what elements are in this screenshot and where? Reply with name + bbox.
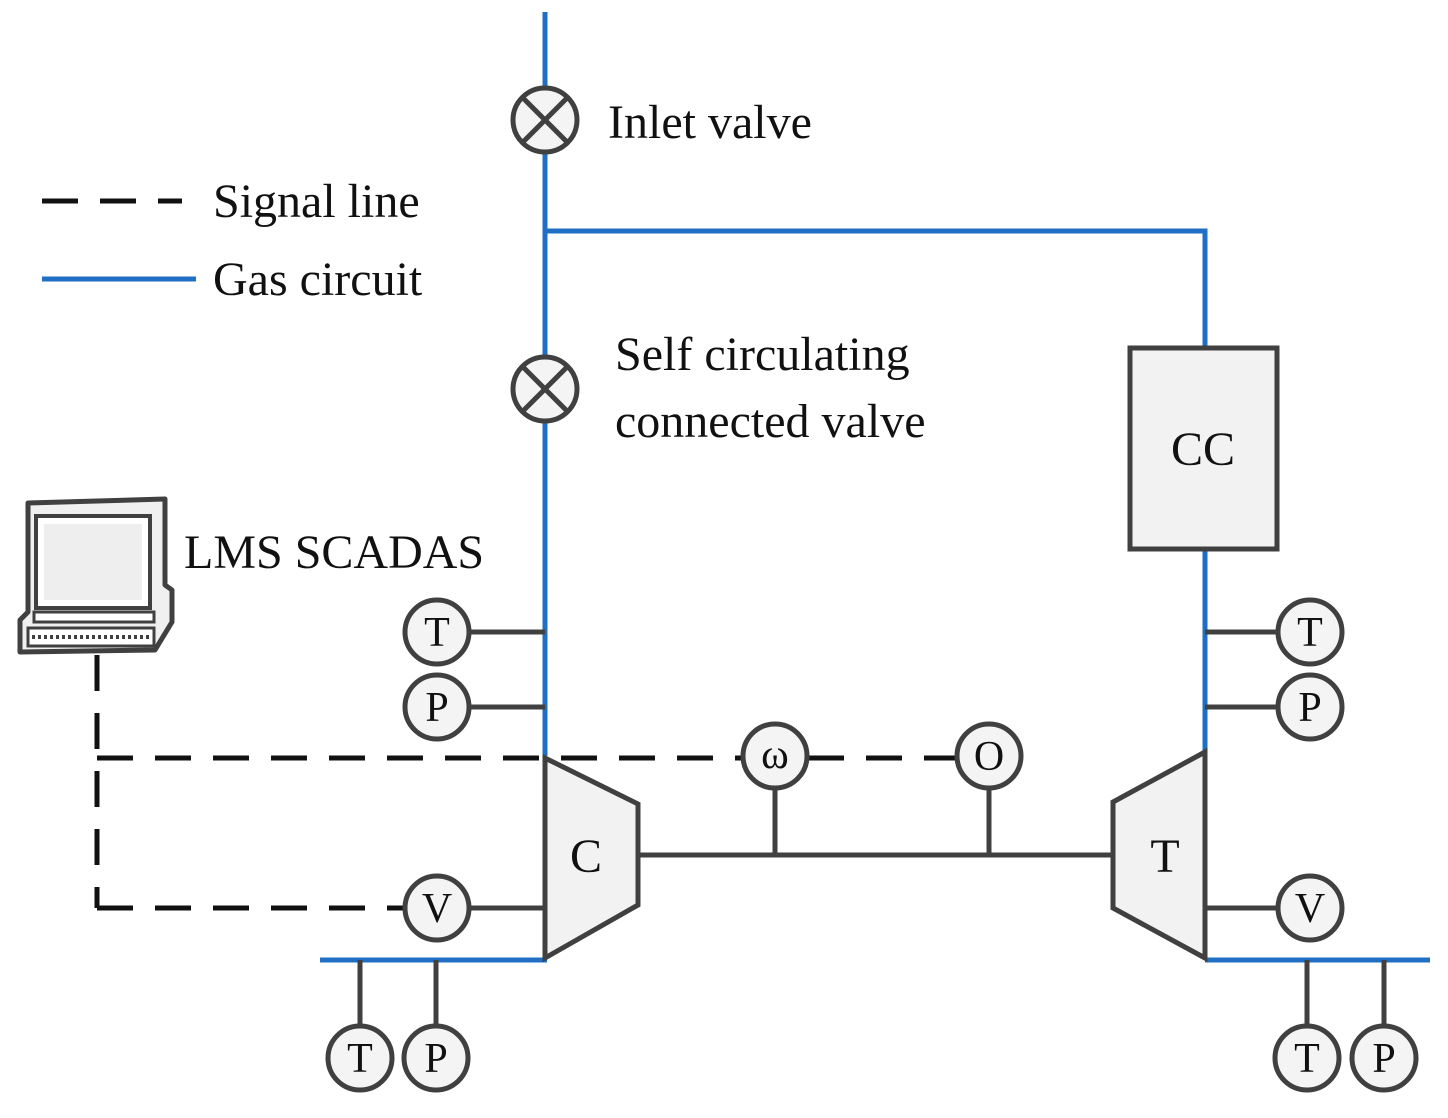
sensor-label: V: [1295, 886, 1325, 932]
sensor-label: O: [974, 734, 1004, 780]
sensor-label: ω: [761, 732, 789, 778]
legend-gas-circuit-label: Gas circuit: [213, 253, 423, 306]
gas-circuit: [320, 12, 1430, 963]
sensor-label: P: [425, 685, 448, 731]
compressor-body: [542, 753, 641, 963]
sensor-label: P: [424, 1036, 447, 1082]
turbine-label: T: [1150, 830, 1179, 883]
combustion-chamber-label: CC: [1171, 423, 1235, 476]
sensor-turbine-vibration[interactable]: V: [1275, 873, 1345, 943]
sensor-turbine-inlet-temperature[interactable]: T: [1275, 597, 1345, 667]
compressor-label: C: [570, 830, 602, 883]
computer-icon: [17, 496, 175, 655]
turbine-body: [1110, 747, 1208, 963]
sensor-shaft-other[interactable]: O: [954, 721, 1024, 791]
sensor-label: P: [1372, 1036, 1395, 1082]
self-circulating-valve-label-line1: Self circulating: [615, 328, 910, 381]
turbine: T: [1110, 747, 1208, 963]
inlet-valve-label: Inlet valve: [608, 96, 812, 149]
self-circulating-valve[interactable]: [510, 354, 580, 424]
sensor-compressor-outlet-pressure[interactable]: P: [402, 672, 472, 742]
sensor-label: V: [422, 886, 452, 932]
sensor-compressor-inlet-temperature[interactable]: T: [325, 1023, 395, 1093]
sensor-compressor-vibration[interactable]: V: [402, 873, 472, 943]
compressor: C: [542, 753, 641, 963]
shaft: [640, 787, 1112, 858]
daq-computer[interactable]: [17, 496, 175, 655]
legend: Signal line Gas circuit: [42, 175, 423, 306]
combustion-chamber: CC: [1127, 345, 1280, 552]
sensor-label: T: [347, 1036, 373, 1082]
sensor-turbine-inlet-pressure[interactable]: P: [1275, 672, 1345, 742]
combustion-chamber-box: [1127, 345, 1280, 552]
signal-lines: [94, 655, 956, 911]
self-circulating-valve-label-line2: connected valve: [615, 395, 926, 448]
sensor-turbine-exhaust-pressure[interactable]: P: [1349, 1023, 1419, 1093]
sensor-label: T: [1297, 610, 1323, 656]
sensor-shaft-speed[interactable]: ω: [740, 721, 810, 791]
sensor-label: T: [1294, 1036, 1320, 1082]
sensor-wires: [357, 629, 1387, 1025]
legend-signal-line-label: Signal line: [213, 175, 420, 228]
sensor-compressor-inlet-pressure[interactable]: P: [401, 1023, 471, 1093]
inlet-valve[interactable]: [510, 85, 580, 155]
gas-pipe-bypass: [545, 228, 1208, 348]
daq-label: LMS SCADAS: [184, 526, 484, 579]
sensor-label: T: [424, 610, 450, 656]
sensor-compressor-outlet-temperature[interactable]: T: [402, 597, 472, 667]
sensor-turbine-exhaust-temperature[interactable]: T: [1272, 1023, 1342, 1093]
sensor-label: P: [1298, 685, 1321, 731]
